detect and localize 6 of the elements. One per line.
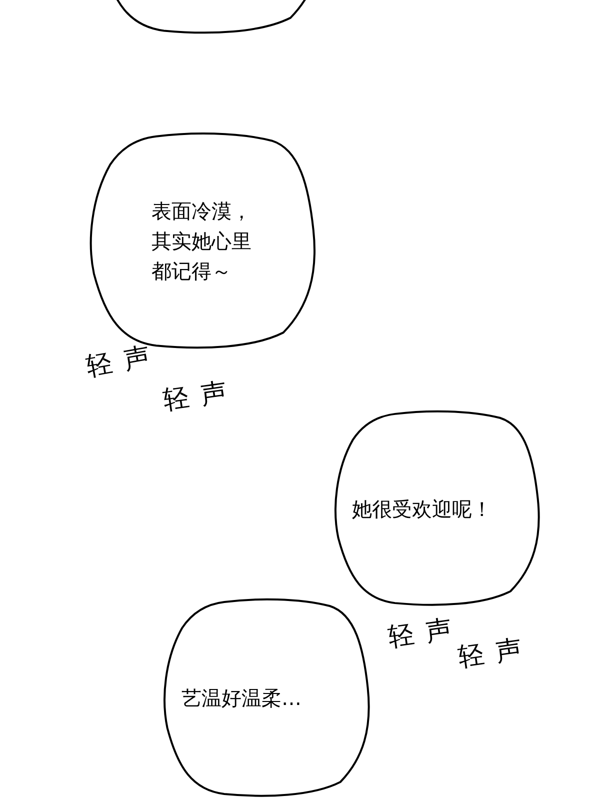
dialogue-text: 艺温好温柔… [182, 685, 302, 712]
dialogue-text: 表面冷漠，其实她心里都记得～ [152, 198, 252, 285]
speech-bubble [161, 598, 372, 798]
dialogue-text: 她很受欢迎呢！ [352, 496, 493, 522]
sound-effect-text: 轻声 [456, 632, 536, 676]
speech-bubble [332, 410, 542, 607]
